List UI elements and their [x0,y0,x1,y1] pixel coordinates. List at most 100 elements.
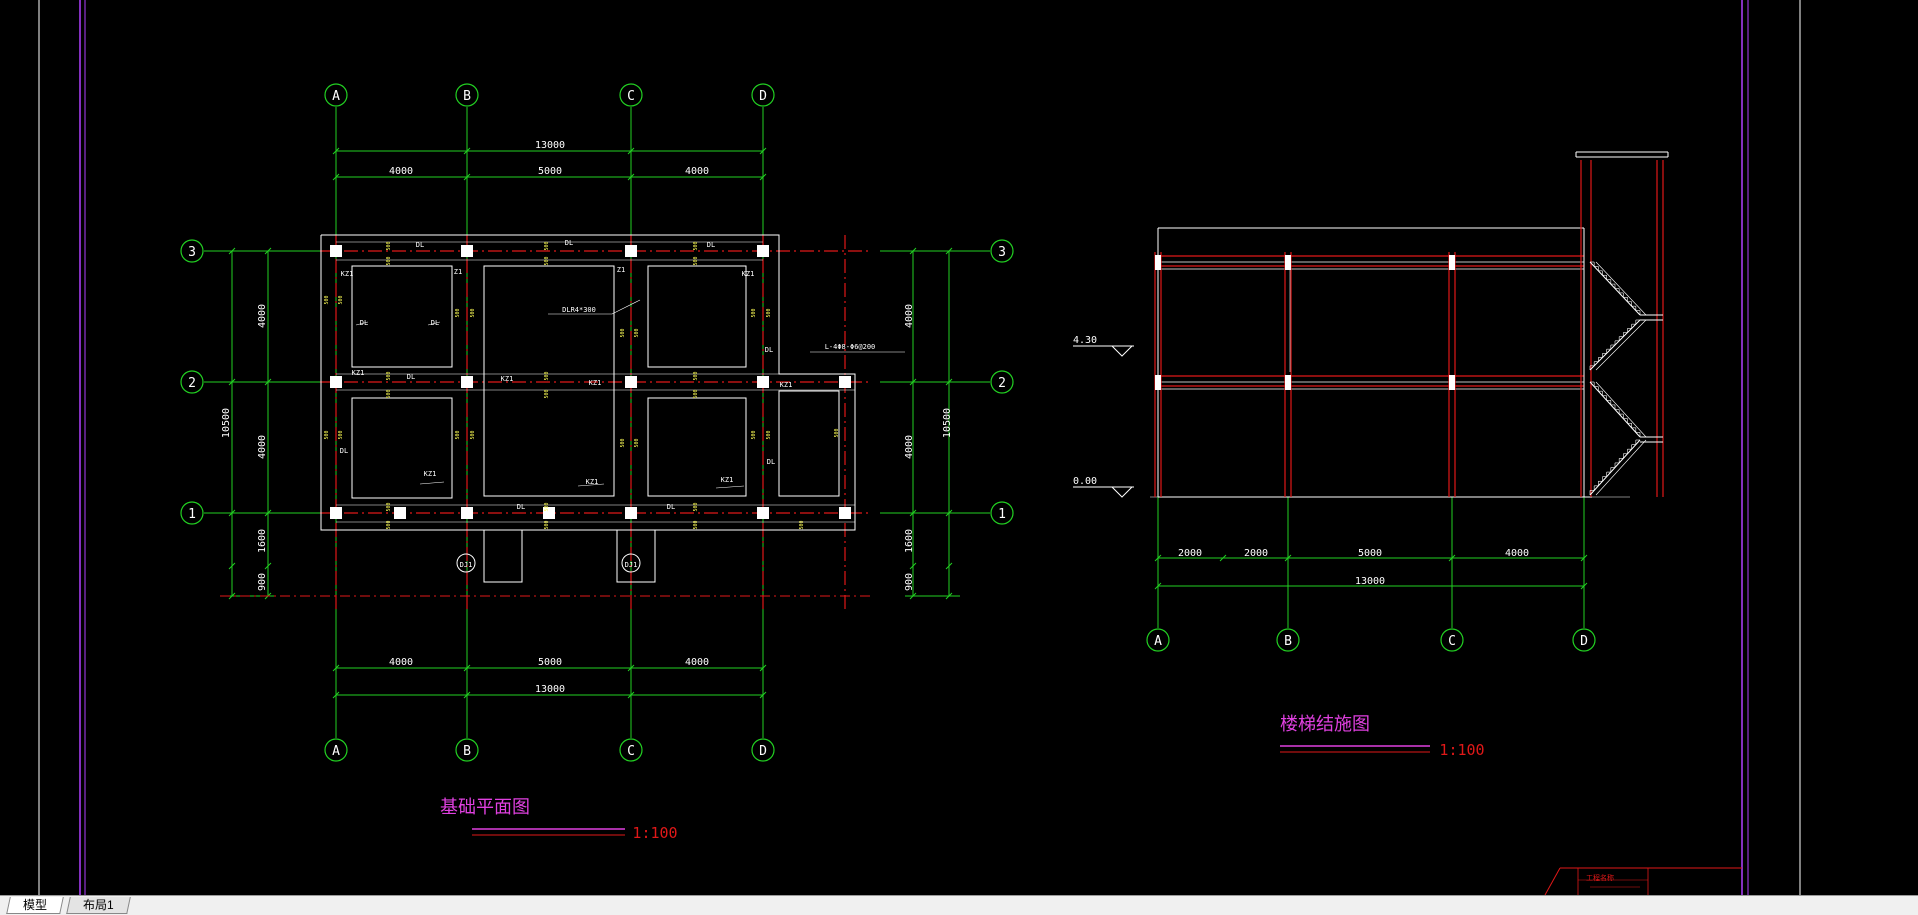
dim-right-span: 900 [904,573,915,591]
column-4 [330,376,342,388]
stair-section-title: 楼梯结施图 [1280,714,1370,735]
stair-axis-bubble-D-label: D [1580,634,1588,649]
dim-tick [332,147,340,155]
dim-tick [332,173,340,181]
slab-note: L-4Φ8-Φ6@200 [825,343,876,351]
rebar-tick: 500 [693,502,699,511]
axis-bubble-top-A-label: A [332,89,340,104]
rebar-tick: 500 [634,328,640,337]
axis-bubble-top-D-circle [751,83,775,107]
column-label: Z1 [454,268,462,276]
axis-bubble-right-3-circle [990,239,1014,263]
dim-tick [909,509,917,517]
dim-left-span: 4000 [257,304,268,328]
rebar-tick: 500 [324,430,330,439]
dim-tick [627,664,635,672]
leader [355,321,369,326]
dim-tick [463,173,471,181]
column-14 [394,507,406,519]
axis-bubble-bottom-B-circle [455,738,479,762]
stair-dim-span: 4000 [1505,548,1529,559]
dim-tick [909,247,917,255]
stair-axis-bubble-C-circle [1440,628,1464,652]
axis-bubble-bottom-A-circle [324,738,348,762]
dim-tick [909,378,917,386]
axis-bubble-right-2-circle [990,370,1014,394]
column-12 [757,507,769,519]
dim-tick [1580,554,1588,562]
column-label: KZ1 [589,379,602,387]
column-13 [839,507,851,519]
column-label: KZ1 [721,476,734,484]
axis-bubble-top-C-label: C [627,89,635,104]
axis-bubble-right-2-label: 2 [998,376,1006,391]
room-0 [351,265,453,368]
tab-model[interactable]: 模型 [6,897,64,914]
column-label: KZ1 [501,375,514,383]
rebar-tick: 500 [386,371,392,380]
dim-left-total: 10500 [221,408,232,438]
column-label: Z1 [617,266,625,274]
column-label: KZ1 [586,478,599,486]
dim-tick [1154,582,1162,590]
axis-bubble-bottom-C-label: C [627,744,635,759]
dim-tick [909,562,917,570]
dim-tick [945,247,953,255]
beam-label: DL [407,373,415,381]
beam-label: DL [667,503,675,511]
dim-right-span: 4000 [904,435,915,459]
dim-tick [264,509,272,517]
rebar-tick: 500 [386,389,392,398]
leader [715,485,745,489]
elevation-bottom: 0.00 [1073,476,1097,487]
beam-label: DL [340,447,348,455]
axis-bubble-bottom-B-label: B [463,744,471,759]
column-cap-4 [1285,375,1291,390]
dim-bottom-total: 13000 [535,684,565,695]
column-cap-3 [1155,375,1161,390]
dim-right-span: 1600 [904,529,915,553]
axis-bubble-bottom-D-label: D [759,744,767,759]
rebar-tick: 500 [799,520,805,529]
axis-bubble-right-1-label: 1 [998,507,1006,522]
footing-label: DJ1 [625,561,638,569]
rebar-tick: 500 [470,430,476,439]
axis-bubble-top-B-circle [455,83,479,107]
rebar-tick: 500 [693,256,699,265]
dim-top-span: 4000 [685,166,709,177]
stair-flight-edge [1595,319,1647,371]
room-3 [351,397,453,499]
tab-layout1[interactable]: 布局1 [66,897,131,914]
footing-circle-1 [456,553,476,573]
leader [611,299,641,315]
elev-marker-bottom [1111,486,1133,498]
rebar-tick: 500 [386,241,392,250]
dim-top-span: 4000 [389,166,413,177]
rebar-tick: 500 [338,430,344,439]
dim-tick [463,147,471,155]
column-6 [625,376,637,388]
dim-tick [463,664,471,672]
rebar-tick: 500 [693,520,699,529]
dim-tick [463,691,471,699]
rebar-tick: 500 [693,241,699,250]
stair-axis-bubble-A-label: A [1154,634,1162,649]
foundation-plan-scale: 1:100 [632,824,677,842]
axis-bubble-top-C-circle [619,83,643,107]
footing-label: DJ1 [460,561,473,569]
rebar-tick: 500 [544,520,550,529]
dim-left-span: 4000 [257,435,268,459]
dim-tick [1154,554,1162,562]
stair-axis-bubble-B-circle [1276,628,1300,652]
rebar-tick: 500 [386,520,392,529]
dim-tick [759,173,767,181]
axis-bubble-top-D-label: D [759,89,767,104]
stair-flight-edge [1595,381,1647,438]
column-cap-1 [1285,255,1291,270]
dim-tick [1284,554,1292,562]
rebar-tick: 500 [455,430,461,439]
beam-label: DL [707,241,715,249]
footing-pit [616,530,656,583]
